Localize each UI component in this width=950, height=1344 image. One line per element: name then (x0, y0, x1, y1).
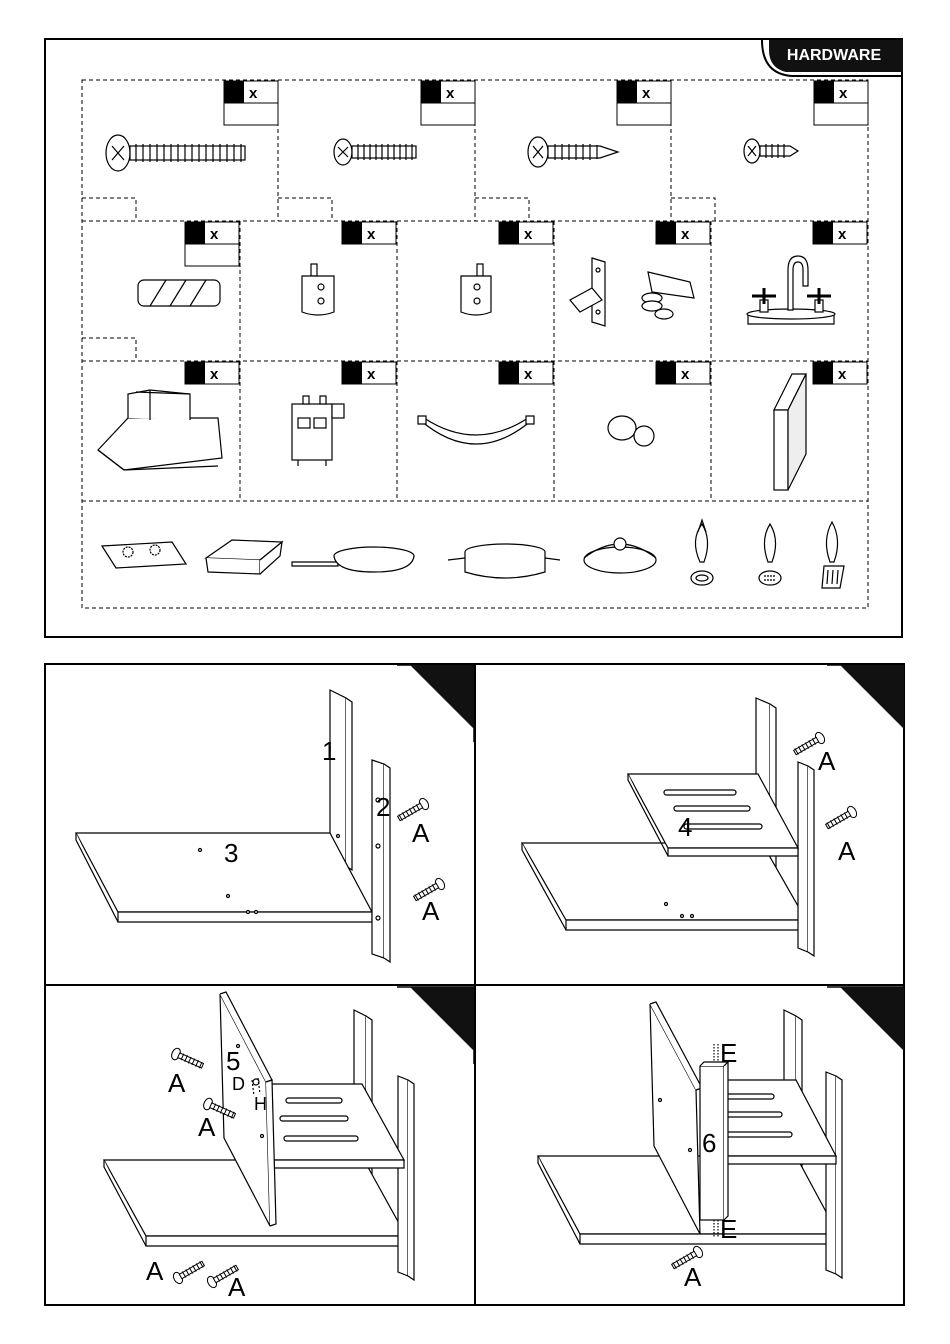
step-corner-marker (827, 665, 904, 742)
step-corner-marker (827, 987, 904, 1064)
part-label: D (232, 1074, 245, 1094)
screw-label: A (168, 1068, 186, 1098)
step-corner-marker (397, 987, 474, 1064)
part-label: 1 (322, 736, 336, 766)
step-3-illustration (104, 992, 414, 1280)
screw-label: A (684, 1262, 702, 1292)
step-4-illustration (538, 1002, 842, 1278)
step-corner-marker (397, 665, 474, 742)
part-label: 5 (226, 1046, 240, 1076)
part-label: H (254, 1094, 267, 1114)
screw-label: E (720, 1214, 737, 1244)
screw-a-icon (172, 1258, 207, 1285)
screw-label: A (146, 1256, 164, 1286)
part-label: 3 (224, 838, 238, 868)
screw-label: A (422, 896, 440, 926)
step-2-illustration (522, 698, 814, 956)
screw-label: A (412, 818, 430, 848)
screw-label: A (818, 746, 836, 776)
screw-label: A (198, 1112, 216, 1142)
screw-a-icon (824, 805, 859, 832)
part-label: 4 (678, 812, 692, 842)
step-1-illustration (76, 690, 390, 962)
part-label: 6 (702, 1128, 716, 1158)
screw-label: A (228, 1272, 246, 1302)
part-label: 2 (376, 792, 390, 822)
screw-label: E (720, 1038, 737, 1068)
screw-label: A (838, 836, 856, 866)
